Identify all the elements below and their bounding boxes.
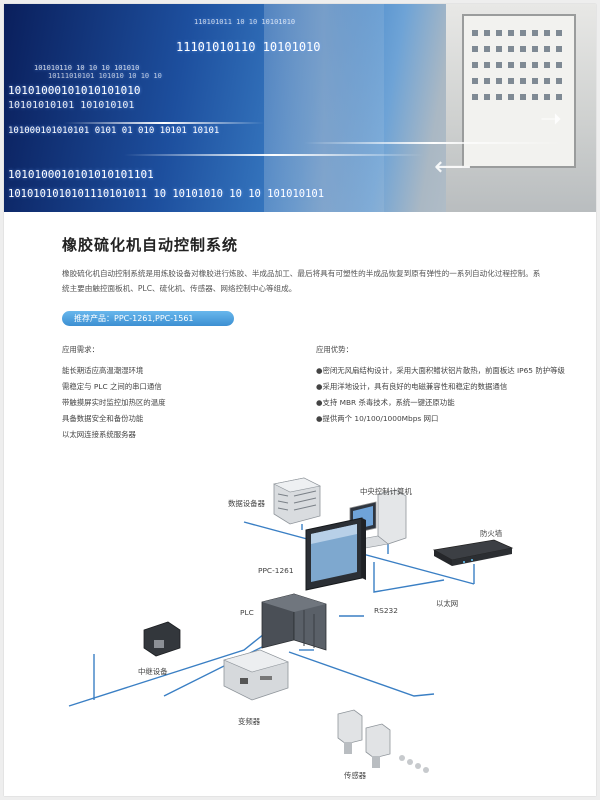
intro-paragraph: 橡胶硫化机自动控制系统是用炼胶设备对橡胶进行炼胶、半成品加工、最后将具有可塑性的… xyxy=(62,269,541,293)
recommended-products-badge: 推荐产品：PPC-1261,PPC-1561 xyxy=(62,311,234,326)
press-tower-graphic xyxy=(264,4,384,212)
firewall-icon xyxy=(432,539,514,566)
data-device-label: 数据设备器 xyxy=(228,499,265,508)
light-streak xyxy=(124,154,424,156)
advantage-item: ●提供两个 10/100/1000Mbps 网口 xyxy=(316,414,439,423)
light-streak xyxy=(304,142,564,144)
advantage-item: ●密闭无风扇结构设计，采用大面积鳍状铝片散热，前面板达 IP65 防护等级 xyxy=(316,366,565,375)
topology-svg xyxy=(68,477,514,773)
firewall-label: 防火墙 xyxy=(480,529,503,538)
requirements-heading: 应用需求： xyxy=(62,345,99,354)
binary-text: 110101011 10 10 10101010 xyxy=(194,18,296,26)
header-banner-image: 110101011 10 10 10101010 11101010110 101… xyxy=(4,4,596,212)
ethernet-branch-line xyxy=(373,562,445,593)
sensor-icon xyxy=(337,709,363,754)
plc-label: PLC xyxy=(240,608,254,617)
binary-text: 1010100010101010101101 xyxy=(8,168,154,181)
ppc-label: PPC-1261 xyxy=(258,566,294,575)
system-topology-diagram: 数据设备器 中央控制计算机 防火墙 PPC-1261 RS232 以太网 PLC… xyxy=(4,464,596,796)
arrow-right-icon: ➝ xyxy=(540,104,562,134)
binary-text: 101010110 10 10 10 101010 xyxy=(34,64,140,72)
binary-text: 10111010101 101010 10 10 10 xyxy=(48,72,162,80)
binary-text: 10101000101010101010 xyxy=(8,84,141,97)
light-streak xyxy=(64,122,264,124)
advantage-item: ●支持 MBR 杀毒技术，系统一键还原功能 xyxy=(316,398,455,407)
arrow-left-icon: ⟵ xyxy=(434,152,472,182)
plc-icon xyxy=(261,593,327,651)
inverter-icon xyxy=(223,649,289,701)
relay-device-icon xyxy=(143,621,181,657)
advantage-item: ●采用洋地设计，具有良好的电磁兼容性和稳定的数据通信 xyxy=(316,382,508,391)
inverter-label: 变频器 xyxy=(238,717,261,726)
binary-text: 1010101010101110101011 10 10101010 10 10… xyxy=(8,188,325,200)
sensor-label: 传感器 xyxy=(344,771,367,780)
advantages-heading: 应用优势： xyxy=(316,345,353,354)
central-pc-label: 中央控制计算机 xyxy=(360,487,412,496)
ppc-touch-panel-icon xyxy=(305,517,366,591)
requirement-item: 以太网连接系统服务器 xyxy=(62,430,136,439)
plc-sensor-line xyxy=(288,651,435,697)
control-panel-graphic xyxy=(462,14,576,168)
requirement-item: 能长期适应高温潮湿环境 xyxy=(62,366,144,375)
advantages-list: 应用优势： ●密闭无风扇结构设计，采用大面积鳍状铝片散热，前面板达 IP65 防… xyxy=(316,344,565,427)
relay-label: 中继设备 xyxy=(138,667,168,676)
binary-text: 10101010101 101010101 xyxy=(8,100,135,111)
rs232-label: RS232 xyxy=(374,606,398,615)
plc-inverter-line xyxy=(163,641,273,697)
binary-text: 101000101010101 0101 01 010 10101 10101 xyxy=(8,126,220,136)
more-sensors-dots xyxy=(399,755,429,773)
requirement-item: 具备数据安全和备份功能 xyxy=(62,414,144,423)
requirements-list: 应用需求： 能长期适应高温潮湿环境 需稳定与 PLC 之间的串口通信 带触摸屏实… xyxy=(62,344,165,443)
binary-text: 11101010110 10101010 xyxy=(176,40,321,54)
machine-graphic xyxy=(446,4,596,212)
brochure-page: 110101011 10 10 10101010 11101010110 101… xyxy=(4,4,596,796)
data-server-icon xyxy=(273,477,321,525)
ethernet-label: 以太网 xyxy=(436,599,459,608)
requirement-item: 带触摸屏实时监控加热区的温度 xyxy=(62,398,166,407)
page-title: 橡胶硫化机自动控制系统 xyxy=(62,236,239,254)
requirement-item: 需稳定与 PLC 之间的串口通信 xyxy=(62,382,162,391)
sensor-icon xyxy=(365,723,391,768)
